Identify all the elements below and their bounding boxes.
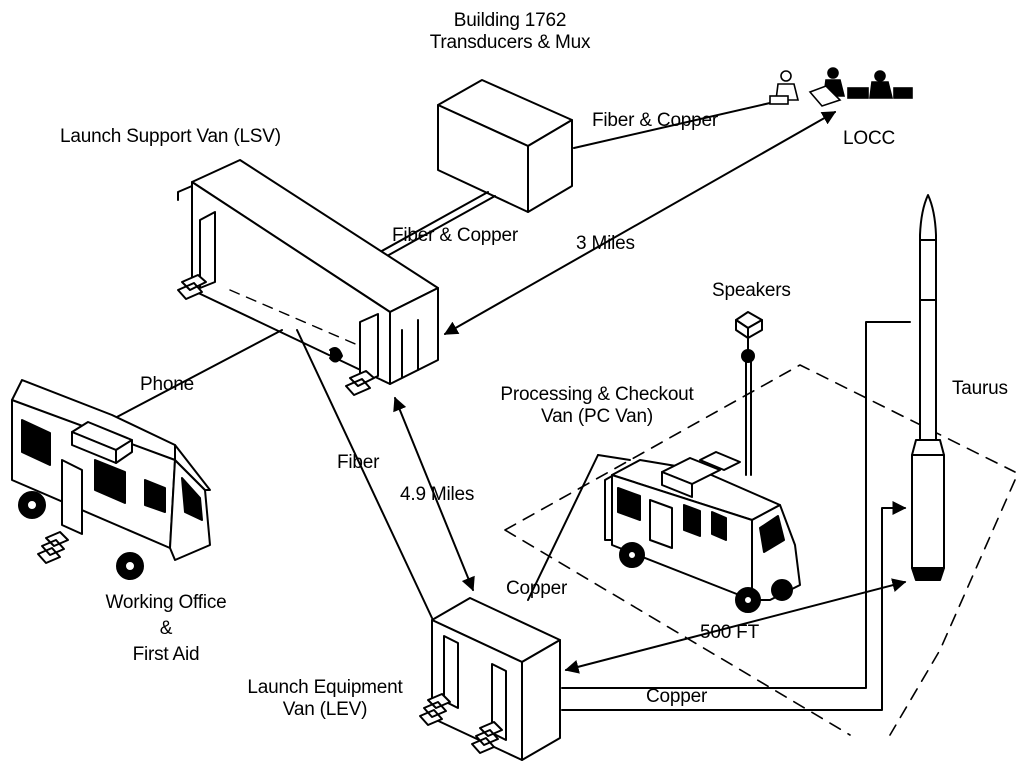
copper-pc-label: Copper (506, 578, 568, 599)
pc-van-label-line1: Processing & Checkout (500, 384, 694, 405)
building-1762-title: Building 1762 (453, 10, 567, 31)
lev-label: Launch Equipment Van (LEV) (225, 677, 425, 721)
building-1762-box (437, 79, 573, 213)
building-1762-subtitle: Transducers & Mux (429, 32, 591, 53)
phone-line (114, 329, 283, 419)
taurus-rocket (911, 194, 945, 581)
lev-trailer (419, 597, 561, 761)
speakers-pole (735, 311, 763, 476)
office-label-line3: First Aid (132, 644, 200, 665)
office-label-line1: Working Office (105, 592, 227, 613)
lsv-lev-arrow (393, 396, 475, 592)
lsv-locc-arrow (443, 111, 837, 335)
pc-van (604, 451, 801, 613)
speakers-label: Speakers (712, 280, 791, 301)
lsv-label: Launch Support Van (LSV) (60, 126, 281, 147)
building-1762-label: Building 1762 Transducers & Mux (410, 10, 610, 54)
locc-label: LOCC (843, 128, 895, 149)
copper-lev-label: Copper (646, 686, 708, 707)
five-hundred-ft-label: 500 FT (700, 622, 759, 643)
lev-taurus-arrow (564, 578, 907, 674)
three-miles-label: 3 Miles (576, 233, 635, 254)
pc-van-label: Processing & Checkout Van (PC Van) (462, 384, 732, 428)
office-van (11, 379, 211, 580)
phone-label: Phone (140, 374, 194, 395)
pc-callout-line (597, 454, 631, 461)
pc-lev-copper-line (527, 454, 599, 601)
locc-operators (769, 67, 913, 107)
four-nine-miles-label: 4.9 Miles (400, 484, 475, 505)
office-label: Working Office & First Aid (66, 590, 266, 668)
office-label-line2: & (159, 618, 173, 639)
fiber-copper-top-label: Fiber & Copper (592, 110, 719, 131)
fiber-label: Fiber (337, 452, 380, 473)
fiber-copper-lsv-label: Fiber & Copper (392, 225, 519, 246)
lev-taurus-copper-cables (561, 321, 910, 711)
lsv-trailer (177, 159, 439, 396)
lev-label-line2: Van (LEV) (282, 699, 368, 720)
taurus-label: Taurus (952, 378, 1008, 399)
lev-label-line1: Launch Equipment (247, 677, 403, 698)
pc-van-label-line2: Van (PC Van) (541, 406, 653, 427)
